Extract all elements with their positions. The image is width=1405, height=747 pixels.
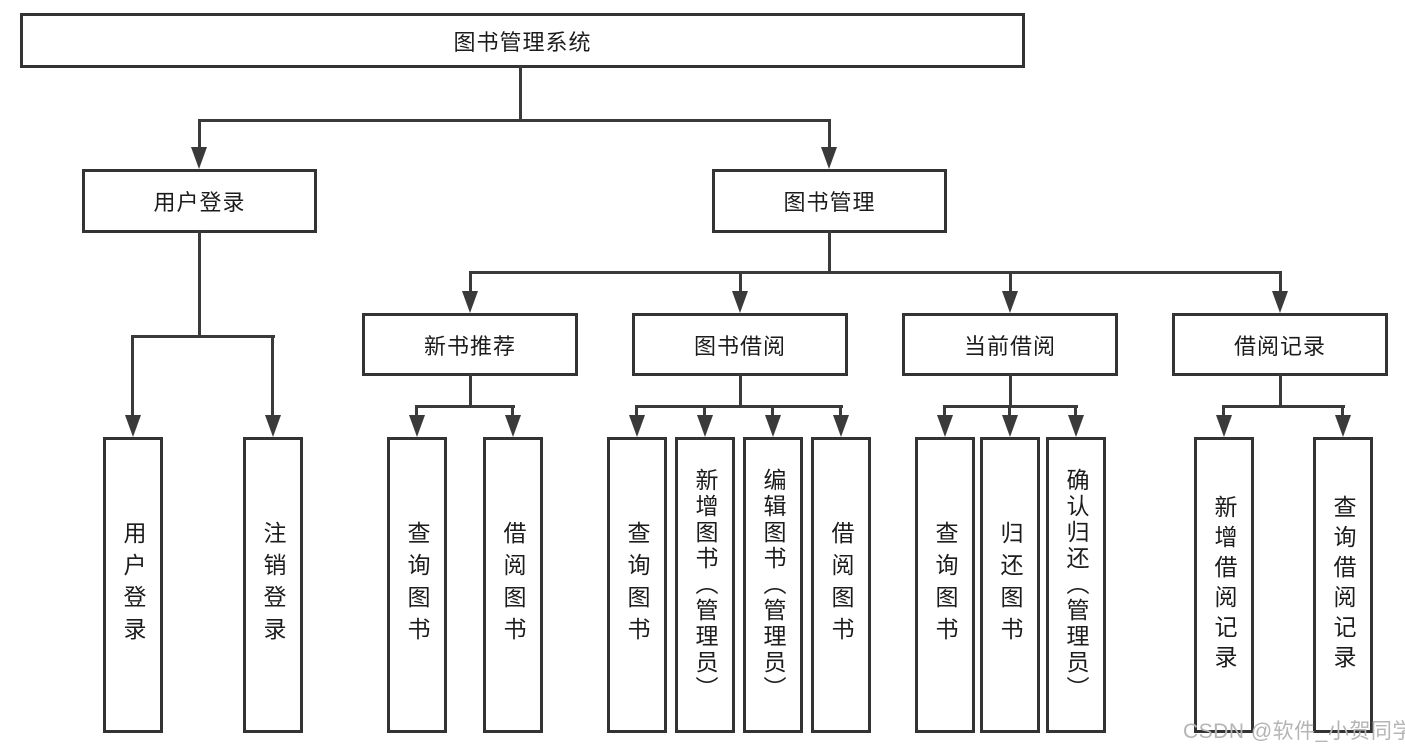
- connector-borrowing-records-stem: [1279, 374, 1282, 407]
- connector-drop: [1008, 405, 1011, 415]
- node-user-login: 用户登录: [82, 169, 317, 233]
- arrow-down-icon: [265, 415, 281, 437]
- connector-drop-current-borrowing: [1009, 271, 1012, 291]
- connector-drop-new-book: [469, 271, 472, 291]
- arrow-down-icon: [1002, 291, 1018, 313]
- connector-drop: [511, 405, 514, 415]
- connector-drop-leaf-logout: [271, 335, 274, 415]
- arrow-down-icon: [833, 415, 849, 437]
- connector-drop: [1222, 405, 1225, 415]
- connector-new-book-hline: [415, 405, 515, 408]
- leaf-logout: 注销登录: [243, 437, 303, 733]
- connector-drop-leaf-user-login: [131, 335, 134, 415]
- leaf-confirm-return-admin: 确认归还（管理员）: [1046, 437, 1106, 733]
- arrow-down-icon: [125, 415, 141, 437]
- connector-root-stem: [519, 66, 522, 120]
- leaf-borrow-books-borrowing: 借阅图书: [811, 437, 871, 733]
- connector-level2-hline: [469, 271, 1282, 274]
- connector-borrowing-records-hline: [1222, 405, 1345, 408]
- connector-book-management-stem: [828, 231, 831, 273]
- connector-drop: [943, 405, 946, 415]
- connector-user-login-hline: [132, 335, 275, 338]
- connector-drop: [635, 405, 638, 415]
- connector-current-borrowing-stem: [1009, 374, 1012, 407]
- connector-drop: [771, 405, 774, 415]
- connector-drop-book-management: [828, 119, 831, 147]
- leaf-return-book: 归还图书: [980, 437, 1040, 733]
- arrow-down-icon: [462, 291, 478, 313]
- connector-new-book-stem: [469, 374, 472, 407]
- connector-drop: [703, 405, 706, 415]
- arrow-down-icon: [697, 415, 713, 437]
- connector-book-borrowing-stem: [739, 374, 742, 407]
- connector-drop: [1074, 405, 1077, 415]
- connector-drop-borrowing-records: [1279, 271, 1282, 291]
- node-borrowing-records: 借阅记录: [1172, 313, 1388, 376]
- leaf-borrow-books-recommend: 借阅图书: [483, 437, 543, 733]
- connector-book-borrowing-hline: [635, 405, 843, 408]
- arrow-down-icon: [765, 415, 781, 437]
- leaf-edit-book-admin: 编辑图书（管理员）: [743, 437, 803, 733]
- arrow-down-icon: [1068, 415, 1084, 437]
- connector-drop-book-borrowing: [739, 271, 742, 291]
- arrow-down-icon: [821, 147, 837, 169]
- node-book-management: 图书管理: [712, 169, 947, 233]
- leaf-query-borrow-record: 查询借阅记录: [1313, 437, 1373, 733]
- leaf-user-login: 用户登录: [103, 437, 163, 733]
- connector-drop: [1341, 405, 1344, 415]
- leaf-query-books-borrowing: 查询图书: [607, 437, 667, 733]
- leaf-query-books-recommend: 查询图书: [387, 437, 447, 733]
- arrow-down-icon: [191, 147, 207, 169]
- arrow-down-icon: [1002, 415, 1018, 437]
- arrow-down-icon: [1335, 415, 1351, 437]
- node-book-borrowing: 图书借阅: [632, 313, 848, 376]
- node-library-management-system: 图书管理系统: [20, 13, 1025, 68]
- arrow-down-icon: [732, 291, 748, 313]
- leaf-query-books-current: 查询图书: [915, 437, 975, 733]
- node-current-borrowing: 当前借阅: [902, 313, 1118, 376]
- arrow-down-icon: [409, 415, 425, 437]
- connector-drop-user-login: [198, 119, 201, 147]
- arrow-down-icon: [1272, 291, 1288, 313]
- arrow-down-icon: [505, 415, 521, 437]
- csdn-watermark: CSDN @软件_小贺同学: [1183, 720, 1405, 743]
- arrow-down-icon: [629, 415, 645, 437]
- connector-drop: [415, 405, 418, 415]
- leaf-add-book-admin: 新增图书（管理员）: [675, 437, 735, 733]
- node-new-book-recommendation: 新书推荐: [362, 313, 578, 376]
- connector-user-login-stem: [198, 231, 201, 337]
- connector-drop: [839, 405, 842, 415]
- leaf-add-borrow-record: 新增借阅记录: [1194, 437, 1254, 733]
- connector-level1-hline: [198, 119, 831, 122]
- arrow-down-icon: [937, 415, 953, 437]
- arrow-down-icon: [1216, 415, 1232, 437]
